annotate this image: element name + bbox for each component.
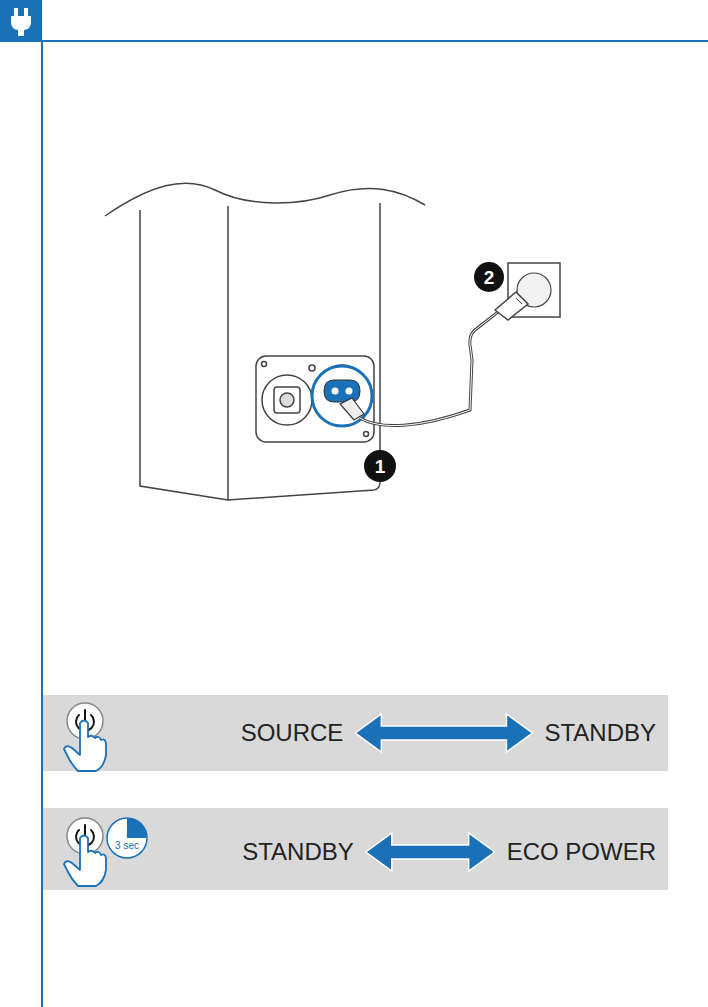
speaker — [105, 183, 425, 500]
state-label: ECO POWER — [501, 834, 662, 870]
callout-circle — [474, 262, 504, 292]
timer-icon — [107, 818, 147, 858]
wall-outlet — [495, 263, 560, 320]
header-icon-box — [0, 0, 42, 42]
plug-icon — [11, 8, 31, 36]
state-label: STANDBY — [236, 834, 360, 870]
state-label: STANDBY — [538, 715, 662, 751]
callout-number: 1 — [375, 457, 386, 476]
power-cord-core — [360, 312, 498, 426]
power-cord — [360, 312, 498, 426]
state-text: SOURCE — [241, 719, 344, 747]
socket-magnifier — [312, 366, 372, 426]
state-text: STANDBY — [544, 719, 656, 747]
frame-rule — [41, 41, 43, 1007]
callout-number: 2 — [484, 268, 495, 287]
state-text: STANDBY — [242, 838, 354, 866]
timer-text: 3 sec — [115, 841, 139, 851]
callout-circle — [364, 450, 396, 482]
header-rule — [42, 40, 708, 42]
state-text: ECO POWER — [507, 838, 656, 866]
state-label: SOURCE — [235, 715, 350, 751]
